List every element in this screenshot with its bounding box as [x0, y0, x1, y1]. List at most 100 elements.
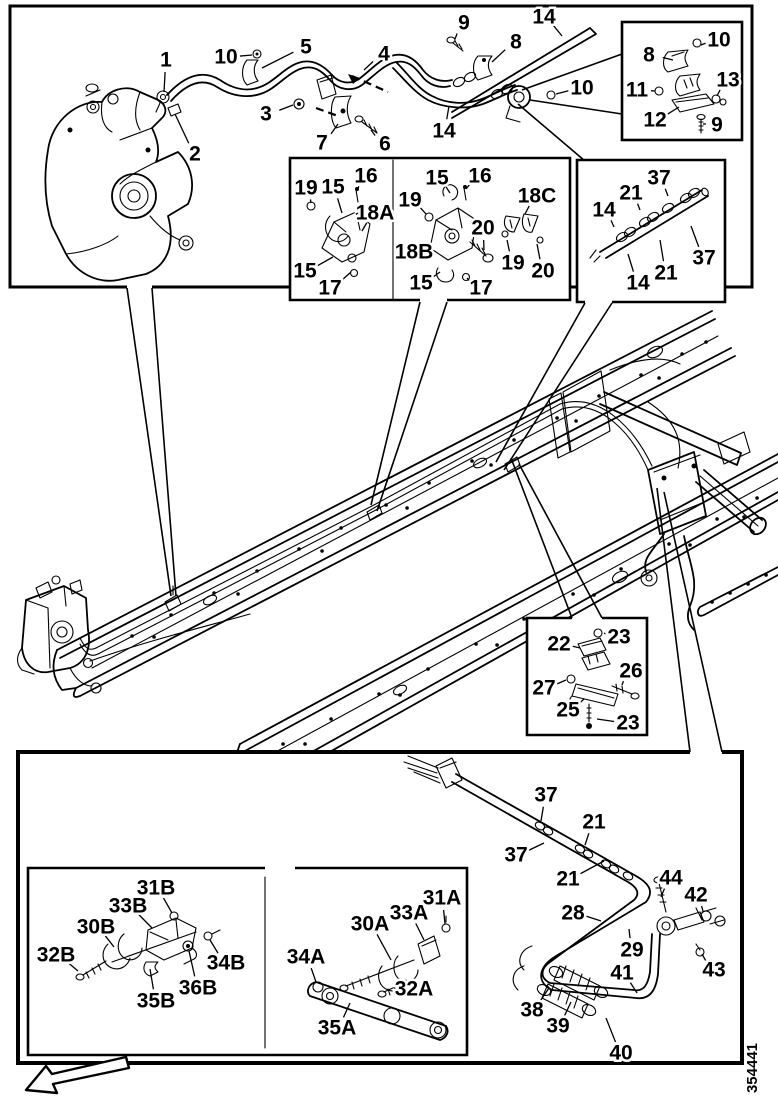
callout-clamp_inset-10: 10 — [707, 29, 730, 52]
callout-rear_pipes-39: 39 — [546, 1015, 569, 1038]
callout-leader-top_assembly-8 — [491, 49, 506, 63]
callout-pipe_clamp_inset-37: 37 — [692, 247, 715, 270]
callout-leader-top_assembly-1 — [163, 71, 166, 93]
callout-leader-pipe_clamp_inset-14 — [610, 220, 615, 228]
callout-leader-clamp_inset-10 — [700, 42, 706, 46]
callout-leader-bracket_b_inset-36B — [188, 950, 196, 977]
callout-rear_pipes-28: 28 — [561, 902, 585, 925]
callout-leader-top_assembly-4 — [363, 61, 374, 71]
front-steering-gear-drawing — [16, 575, 102, 694]
callout-leader-top_assembly-14 — [446, 105, 450, 120]
callout-leader-bracket_b_inset-32B — [66, 961, 79, 972]
callout-rear_pipes-37: 37 — [504, 844, 527, 867]
callout-frame_clamp_inset-23: 23 — [607, 626, 630, 649]
callout-bracket_inset-19: 19 — [294, 177, 317, 200]
callout-leader-bracket_inset-18B — [425, 242, 432, 247]
callout-rear_pipes-40: 40 — [609, 1042, 632, 1065]
callout-top_assembly-5: 5 — [300, 36, 312, 59]
callout-bracket_a_inset-32A: 32A — [395, 978, 434, 1001]
callout-leader-bracket_inset-17 — [340, 271, 352, 282]
figure-number: 354441 — [744, 1043, 761, 1093]
callout-frame_clamp_inset-23: 23 — [616, 712, 639, 735]
callout-leader-bracket_b_inset-35B — [149, 968, 155, 990]
callout-bracket_inset-19: 19 — [398, 189, 421, 212]
callout-leader-bracket_inset-15 — [445, 186, 451, 194]
callout-top_assembly-14: 14 — [532, 6, 556, 29]
callout-bracket_inset-19: 19 — [501, 252, 524, 275]
callout-bracket_inset-15: 15 — [321, 176, 345, 199]
callout-rear_pipes-21: 21 — [556, 868, 580, 891]
callout-top_assembly-9: 9 — [458, 12, 470, 35]
callout-bracket_b_inset-32B: 32B — [37, 944, 76, 967]
callout-leader-pipe_clamp_inset-14 — [627, 253, 635, 272]
callout-top_assembly-14: 14 — [432, 120, 456, 143]
callout-leader-bracket_inset-17 — [466, 277, 471, 282]
callout-top_assembly-4: 4 — [378, 43, 390, 66]
callout-leader-rear_pipes-40 — [605, 1017, 617, 1043]
callout-top_assembly-7: 7 — [316, 132, 328, 155]
callout-bracket_b_inset-35B: 35B — [137, 990, 176, 1013]
callout-frame_clamp_inset-25: 25 — [556, 699, 580, 722]
callout-bracket_b_inset-31B: 31B — [137, 877, 176, 900]
callout-bracket_inset-15: 15 — [409, 272, 433, 295]
callout-bracket_inset-15: 15 — [293, 260, 317, 283]
callout-leader-rear_pipes-21 — [580, 860, 605, 875]
callout-leader-top_assembly-7 — [330, 123, 339, 135]
callout-bracket_inset-16: 16 — [354, 165, 377, 188]
callout-rear_pipes-38: 38 — [520, 999, 544, 1022]
callout-bracket_inset-20: 20 — [471, 217, 494, 240]
callout-leader-frame_clamp_inset-23 — [596, 718, 615, 723]
bracket-a-drawing — [307, 915, 451, 1041]
callout-leader-frame_clamp_inset-22 — [572, 645, 581, 649]
callout-clamp_inset-11: 11 — [626, 79, 649, 102]
callout-clamp_inset-9: 9 — [711, 114, 723, 137]
callout-clamp_inset-12: 12 — [643, 109, 666, 132]
hydraulic-pipes-drawing — [155, 27, 597, 134]
callout-leader-rear_pipes-41 — [629, 982, 638, 994]
callout-leader-top_assembly-5 — [261, 51, 294, 69]
callout-leader-pipe_clamp_inset-21 — [659, 239, 665, 262]
callout-leader-top_assembly-14 — [553, 25, 563, 37]
callout-top_assembly-1: 1 — [160, 49, 172, 72]
callout-bracket_a_inset-35A: 35A — [318, 1017, 357, 1040]
callout-leader-rear_pipes-43 — [701, 953, 707, 961]
callout-leader-bracket_a_inset-33A — [415, 923, 425, 941]
callout-leader-rear_pipes-37 — [540, 806, 544, 822]
callout-leader-rear_pipes-44 — [660, 888, 666, 898]
callout-leader-bracket_inset-15 — [317, 256, 334, 267]
callout-leader-top_assembly-10 — [239, 54, 253, 57]
callout-frame_clamp_inset-27: 27 — [532, 677, 555, 700]
bracket-detail-inset — [288, 156, 572, 302]
callout-leader-rear_pipes-42 — [700, 905, 704, 912]
callout-leader-top_assembly-3 — [279, 104, 294, 111]
callout-leader-bracket_b_inset-30B — [104, 935, 115, 948]
frame-clamp-inset — [525, 616, 649, 737]
callout-bracket_inset-20: 20 — [531, 260, 554, 283]
pipe-clamp-detail-inset — [575, 158, 727, 304]
callout-leader-frame_clamp_inset-26 — [621, 680, 625, 686]
callout-pipe_clamp_inset-37: 37 — [647, 167, 670, 190]
callout-leader-bracket_b_inset-33B — [137, 913, 153, 929]
callout-frame_clamp_inset-22: 22 — [547, 633, 570, 656]
bracket-ab-inset — [26, 866, 469, 1057]
callout-leader-pipe_clamp_inset-37 — [690, 225, 700, 248]
callout-rear_pipes-37: 37 — [534, 784, 557, 807]
callout-clamp_inset-8: 8 — [643, 44, 655, 67]
callout-bracket_inset-17: 17 — [469, 277, 492, 300]
callout-leader-bracket_inset-19 — [420, 207, 427, 215]
callout-rear_pipes-29: 29 — [620, 939, 643, 962]
callout-leader-rear_pipes-39 — [564, 1001, 572, 1016]
callout-top_assembly-2: 2 — [189, 143, 201, 166]
callout-bracket_a_inset-33A: 33A — [390, 902, 429, 925]
callout-top_assembly-10: 10 — [214, 46, 237, 69]
callout-pipe_clamp_inset-21: 21 — [654, 262, 678, 285]
callout-leader-top_assembly-10 — [555, 90, 569, 95]
callout-clamp_inset-13: 13 — [716, 69, 739, 92]
callout-bracket_b_inset-30B: 30B — [77, 916, 116, 939]
callout-leader-clamp_inset-12 — [666, 106, 680, 115]
callout-leader-frame_clamp_inset-23 — [603, 632, 606, 635]
callout-leader-bracket_b_inset-34B — [209, 939, 219, 954]
